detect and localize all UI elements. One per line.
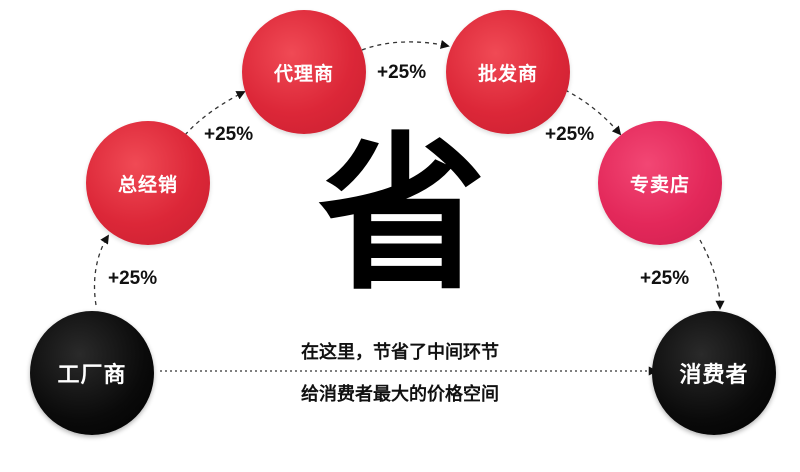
arrow-wholesaler-to-store — [564, 89, 622, 136]
caption-line-2: 给消费者最大的价格空间 — [301, 384, 499, 405]
node-agent: 代理商 — [242, 10, 366, 134]
node-wholesaler-label: 批发商 — [477, 62, 538, 85]
node-specialty-store-label: 专卖店 — [629, 173, 690, 196]
node-consumer-label: 消费者 — [679, 363, 749, 388]
node-factory-label: 工厂商 — [57, 363, 127, 388]
node-specialty-store: 专卖店 — [598, 121, 722, 245]
arrow-store-to-consumer — [699, 239, 725, 310]
markup-agent-to-wholesaler: +25% — [377, 62, 427, 83]
center-save-character: 省 — [318, 117, 486, 313]
node-wholesaler: 批发商 — [446, 10, 570, 134]
markup-factory-to-distributor: +25% — [108, 268, 158, 289]
node-agent-label: 代理商 — [273, 62, 334, 85]
arrow-distributor-to-agent — [184, 91, 246, 136]
node-factory: 工厂商 — [30, 311, 154, 435]
markup-store-to-consumer: +25% — [640, 268, 690, 289]
node-general-distributor-label: 总经销 — [117, 173, 178, 196]
markup-wholesaler-to-store: +25% — [545, 124, 595, 145]
node-consumer: 消费者 — [652, 311, 776, 435]
node-general-distributor: 总经销 — [86, 121, 210, 245]
caption-line-1: 在这里，节省了中间环节 — [301, 342, 499, 363]
arrow-factory-to-distributor — [93, 234, 109, 306]
arrow-agent-to-wholesaler — [361, 40, 450, 51]
markup-distributor-to-agent: +25% — [204, 124, 254, 145]
